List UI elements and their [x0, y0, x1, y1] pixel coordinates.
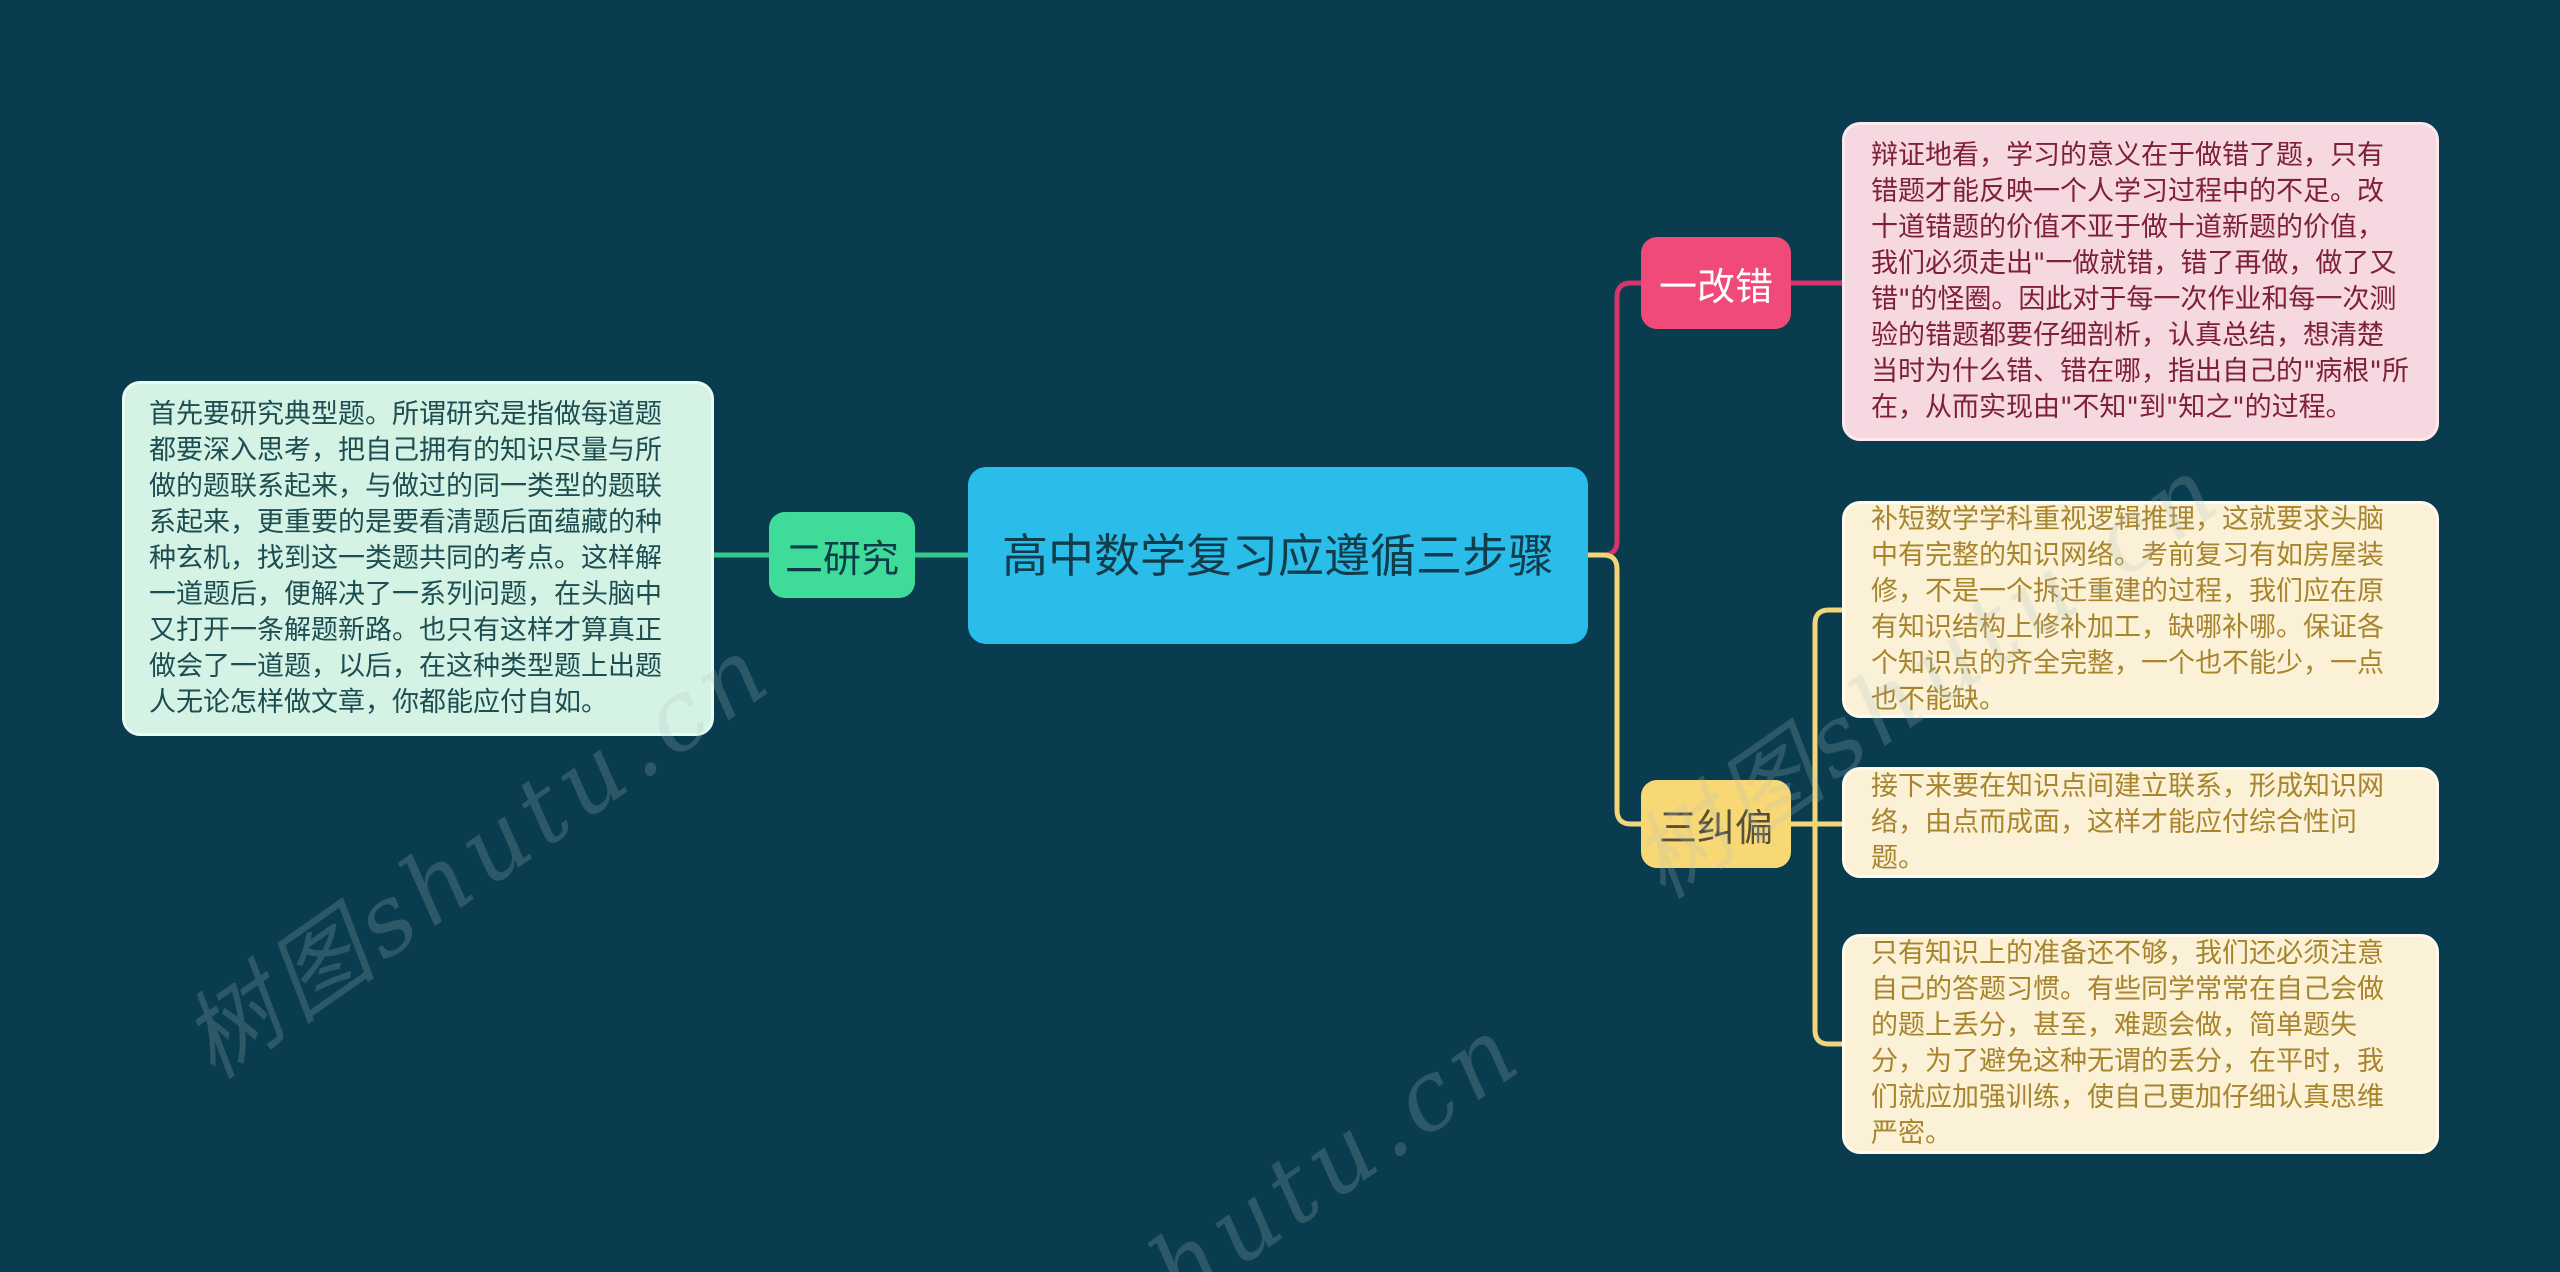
note-correct-text: 辩证地看，学习的意义在于做错了题，只有错题才能反映一个人学习过程中的不足。改十道…: [1871, 139, 2409, 423]
note-research-text: 首先要研究典型题。所谓研究是指做每道题都要深入思考，把自己拥有的知识尽量与所做的…: [149, 398, 662, 718]
note-rectify-3-text: 只有知识上的准备还不够，我们还必须注意自己的答题习惯。有些同学常常在自己会做的题…: [1871, 938, 2384, 1149]
branch-node-research-label: 二研究: [784, 536, 899, 581]
root-topic-title: 高中数学复习应遵循三步骤: [1002, 528, 1554, 583]
note-rectify-2-text: 接下来要在知识点间建立联系，形成知识网络，由点而成面，这样才能应付综合性问题。: [1871, 770, 2384, 874]
branch-node-correct[interactable]: 一改错: [1641, 237, 1791, 329]
note-correct[interactable]: 辩证地看，学习的意义在于做错了题，只有错题才能反映一个人学习过程中的不足。改十道…: [1842, 122, 2439, 441]
connector-rectify-trunk: [1812, 607, 1842, 1047]
note-rectify-1-text: 补短数学学科重视逻辑推理，这就要求头脑中有完整的知识网络。考前复习有如房屋装修，…: [1871, 503, 2384, 715]
branch-node-correct-label: 一改错: [1658, 264, 1773, 309]
branch-node-research[interactable]: 二研究: [769, 512, 915, 598]
branch-node-rectify-label: 三纠偏: [1658, 805, 1773, 850]
note-rectify-1[interactable]: 补短数学学科重视逻辑推理，这就要求头脑中有完整的知识网络。考前复习有如房屋装修，…: [1842, 501, 2439, 718]
note-research[interactable]: 首先要研究典型题。所谓研究是指做每道题都要深入思考，把自己拥有的知识尽量与所做的…: [122, 381, 714, 736]
connector-rectify-line: [1588, 552, 1842, 827]
branch-node-rectify[interactable]: 三纠偏: [1641, 780, 1791, 868]
root-topic[interactable]: 高中数学复习应遵循三步骤: [968, 467, 1588, 644]
note-rectify-3[interactable]: 只有知识上的准备还不够，我们还必须注意自己的答题习惯。有些同学常常在自己会做的题…: [1842, 934, 2439, 1154]
note-rectify-2[interactable]: 接下来要在知识点间建立联系，形成知识网络，由点而成面，这样才能应付综合性问题。: [1842, 767, 2439, 878]
